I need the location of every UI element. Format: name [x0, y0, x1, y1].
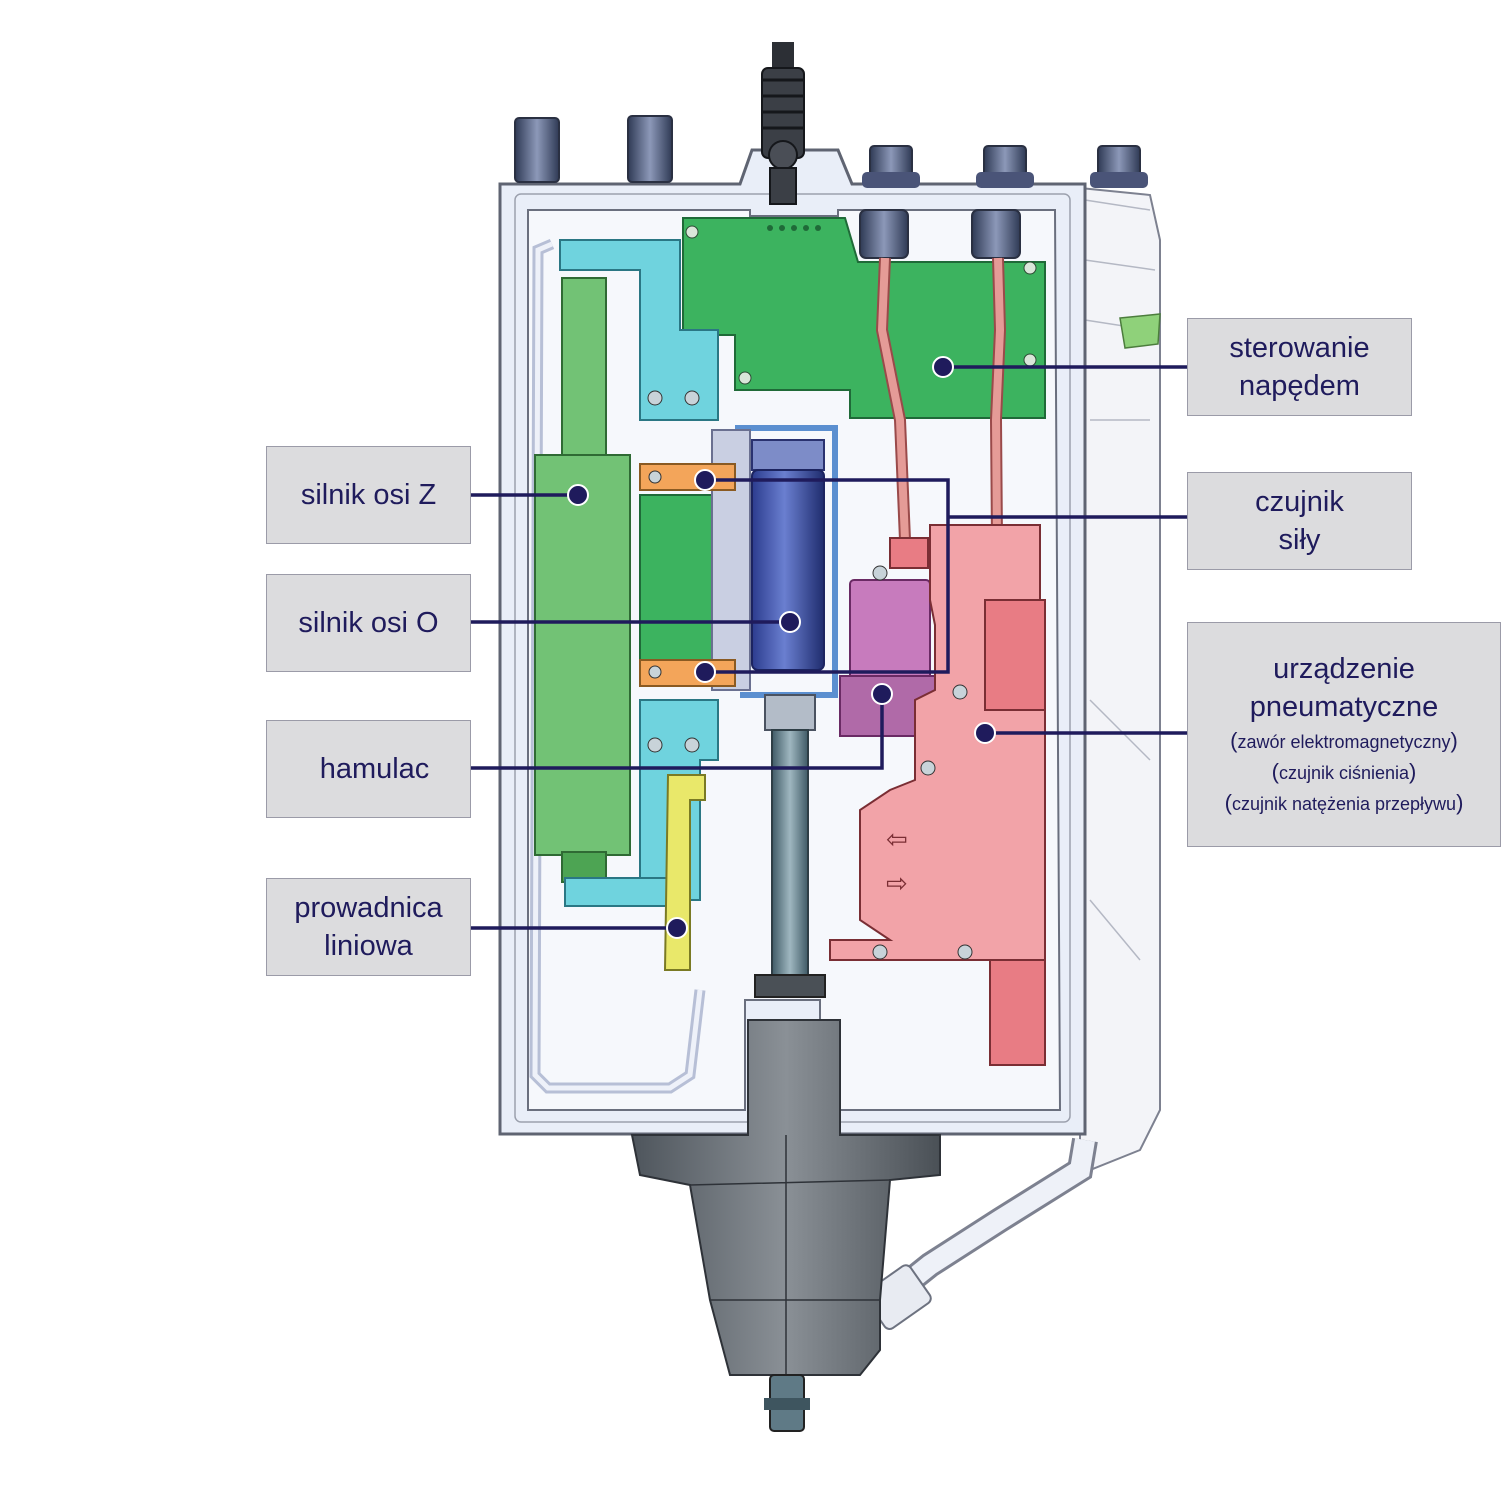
label-text: hamulac — [319, 753, 430, 785]
cable-connector — [761, 42, 805, 205]
label-text-line2: liniowa — [324, 930, 413, 962]
label-text-line1: czujnik — [1255, 486, 1344, 518]
label-sterowanie-napedem: sterowanie napędem — [1187, 318, 1412, 416]
label-text: silnik osi O — [298, 607, 439, 639]
label-text-line1: sterowanie — [1229, 332, 1370, 364]
top-fittings — [514, 115, 1148, 188]
label-silnik-osi-o: silnik osi O — [266, 574, 471, 672]
arrow-left-icon: ⇦ — [886, 824, 908, 854]
inner-fittings — [859, 209, 1021, 259]
gear-block — [639, 494, 721, 661]
label-text-line2: pneumatyczne — [1249, 691, 1439, 723]
label-text: silnik osi Z — [300, 479, 437, 511]
label-czujnik-sily: czujnik siły — [1187, 472, 1412, 570]
label-hamulac: hamulac — [266, 720, 471, 818]
z-axis-motor — [534, 277, 631, 883]
arrow-right-icon: ⇨ — [886, 868, 908, 898]
label-text-line2: siły — [1278, 524, 1321, 556]
shaft — [754, 694, 826, 998]
nozzle — [630, 1019, 941, 1432]
external-air-tube — [863, 1137, 1098, 1330]
sub-text: czujnik natężenia przepływu — [1231, 794, 1457, 814]
label-urzadzenie-pneumatyczne: urządzenie pneumatyczne (zawór elektroma… — [1187, 622, 1501, 847]
label-text-line2: napędem — [1239, 370, 1360, 402]
leader-czujnik — [705, 478, 1187, 674]
label-subtext-1: (zawór elektromagnetyczny) — [1230, 728, 1458, 753]
label-silnik-osi-z: silnik osi Z — [266, 446, 471, 544]
label-text-line1: urządzenie — [1273, 653, 1415, 685]
pneumatic-unit: ⇦ ⇨ — [829, 524, 1046, 1066]
sub-text: czujnik ciśnienia — [1278, 763, 1410, 783]
o-axis-motor — [751, 439, 825, 671]
leader-dots — [567, 356, 996, 939]
label-text-line1: prowadnica — [294, 892, 443, 924]
leader-hamulac — [471, 694, 884, 770]
label-prowadnica-liniowa: prowadnica liniowa — [266, 878, 471, 976]
side-shell — [1079, 186, 1161, 1172]
brake — [839, 565, 936, 737]
sub-text: zawór elektromagnetyczny — [1237, 732, 1451, 752]
label-subtext-3: (czujnik natężenia przepływu) — [1224, 790, 1464, 815]
label-subtext-2: (czujnik ciśnienia) — [1271, 759, 1417, 784]
leader-lines — [471, 365, 1187, 930]
